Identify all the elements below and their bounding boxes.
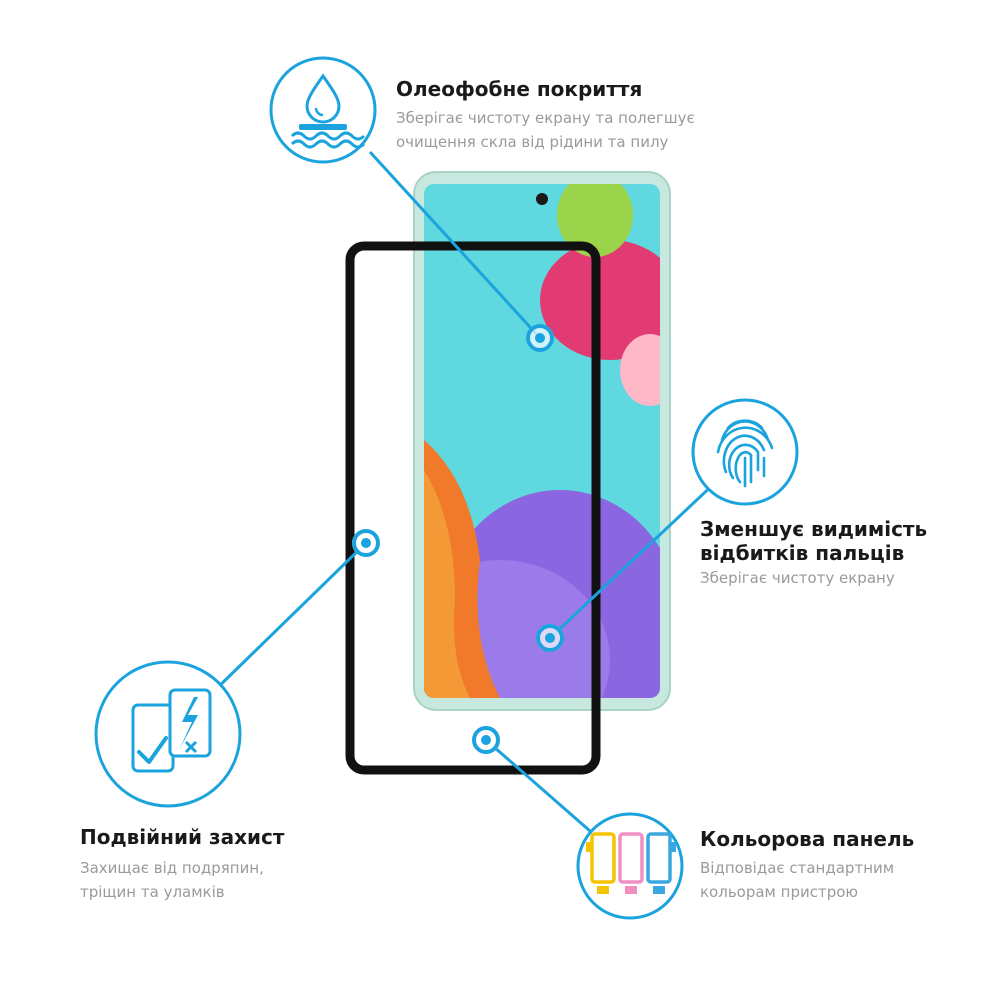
target-dots	[352, 324, 564, 754]
feature-title-line: Зменшує видимість	[700, 517, 928, 541]
feature-desc-line: очищення скла від рідини та пилу	[396, 133, 669, 151]
fingerprint-icon	[691, 398, 799, 506]
feature-desc-line: Зберігає чистоту екрану та полегшує	[396, 109, 695, 127]
phone	[413, 171, 671, 711]
target-dot	[472, 726, 500, 754]
feature-title: Олеофобне покриття	[396, 77, 643, 101]
connector-lines	[208, 150, 720, 840]
target-dot	[352, 529, 380, 557]
feature-title-line: відбитків пальців	[700, 541, 905, 565]
water-drop-shield-icon	[269, 56, 377, 164]
feature-desc-line: Відповідає стандартним	[700, 859, 895, 877]
feature-title: Подвійний захист	[80, 825, 285, 849]
glass-frame	[345, 241, 601, 775]
target-dot	[536, 624, 564, 652]
target-dot	[526, 324, 554, 352]
feature-desc-line: кольорам пристрою	[700, 883, 859, 901]
colored-phones-icon	[576, 812, 684, 920]
phone-wallpaper	[424, 184, 660, 698]
front-camera-icon	[536, 193, 548, 205]
phone-shield-icon	[94, 660, 242, 808]
feature-desc-line: Захищає від подряпин,	[80, 859, 264, 877]
feature-desc-line: тріщин та уламків	[80, 883, 225, 901]
feature-desc-line: Зберігає чистоту екрану	[700, 569, 895, 587]
feature-title: Кольорова панель	[700, 827, 915, 851]
